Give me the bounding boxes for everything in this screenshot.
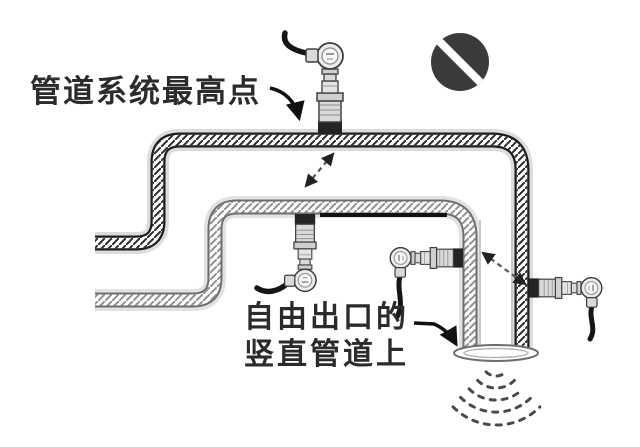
- label-highest-point: 管道系统最高点: [30, 74, 261, 109]
- sensor-left: [389, 246, 464, 320]
- sensor-bottom: [254, 213, 317, 295]
- pipe-inner-wall: [95, 199, 478, 352]
- label-free-outlet-line2: 竖直管道上: [244, 338, 409, 371]
- pipe-system: [95, 129, 533, 352]
- sensor-right-cable: [587, 303, 596, 342]
- outlet-spray: [451, 370, 542, 427]
- pipe-outer-wall: [95, 132, 530, 352]
- sensor-bottom-cable: [254, 280, 291, 295]
- sensor-top-cable: [281, 30, 309, 56]
- outlet-rim: [453, 344, 539, 362]
- sensor-right: [528, 276, 603, 342]
- sensor-left-cable: [394, 273, 403, 320]
- leader-arrow-free-outlet: [413, 321, 458, 347]
- leader-arrow-highest-point: [269, 86, 305, 122]
- label-free-outlet-line1: 自由出口的: [244, 301, 409, 334]
- free-outlet: [451, 344, 542, 427]
- dashed-arrow-top: [304, 152, 335, 188]
- label-free-outlet: 自由出口的 竖直管道上: [244, 299, 409, 373]
- prohibition-icon: [431, 33, 489, 91]
- sensor-top: [281, 30, 344, 135]
- outlet-rim-inner: [463, 347, 529, 359]
